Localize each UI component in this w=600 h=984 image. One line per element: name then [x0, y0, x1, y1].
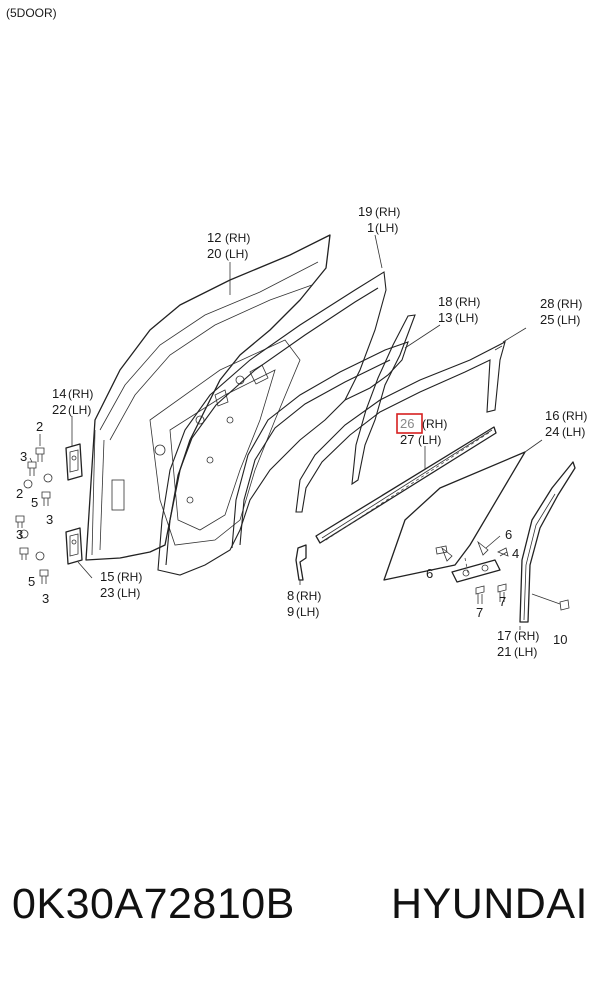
highlight-box-26 [396, 413, 423, 434]
callout-18: 18 [438, 294, 452, 309]
callout-27: 27 [400, 432, 414, 447]
callout-1-side: (LH) [375, 221, 398, 235]
callout-24: 24 [545, 424, 559, 439]
callout-16: 16 [545, 408, 559, 423]
callout-15-side: (RH) [117, 570, 142, 584]
belt-moulding[interactable] [315, 426, 497, 544]
callout-24-side: (LH) [562, 425, 585, 439]
callout-21-side: (LH) [514, 645, 537, 659]
callout-19-side: (RH) [375, 205, 400, 219]
callout-20-side: (LH) [225, 247, 248, 261]
callout-16-side: (RH) [562, 409, 587, 423]
callout-20: 20 [207, 246, 221, 261]
callout-25: 25 [540, 312, 554, 327]
callout-21: 21 [497, 644, 511, 659]
callout-28-side: (RH) [557, 297, 582, 311]
callout-12: 12 [207, 230, 221, 245]
callout-5-low: 5 [28, 574, 35, 589]
callout-3-bottom: 3 [42, 591, 49, 606]
callout-3-top: 3 [20, 449, 27, 464]
callout-18-side: (RH) [455, 295, 480, 309]
callout-10: 10 [553, 632, 567, 647]
callout-4: 4 [512, 546, 519, 561]
callout-labels: 12 (RH) 20 (LH) 19 (RH) 1 (LH) 18 (RH) 1… [16, 204, 587, 659]
glass-run-channel[interactable] [231, 314, 416, 549]
callout-26: 26 [400, 416, 414, 431]
callout-5-top: 5 [31, 495, 38, 510]
glass-channel[interactable] [519, 461, 576, 623]
brand-name: HYUNDAI [390, 880, 588, 928]
callout-2-mid: 2 [16, 486, 23, 501]
door-exploded-diagram: 12 (RH) 20 (LH) 19 (RH) 1 (LH) 18 (RH) 1… [15, 204, 587, 659]
window-glass[interactable] [383, 451, 526, 581]
rear-run-channel[interactable] [295, 340, 506, 513]
callout-25-side: (LH) [557, 313, 580, 327]
callout-22-side: (LH) [68, 403, 91, 417]
callout-27-side: (LH) [418, 433, 441, 447]
callout-28: 28 [540, 296, 554, 311]
callout-1: 1 [367, 220, 374, 235]
lower-hinge[interactable] [65, 527, 83, 565]
footer: 0K30A72810B HYUNDAI [0, 880, 600, 929]
callout-13: 13 [438, 310, 452, 325]
callout-13-side: (LH) [455, 311, 478, 325]
fasteners [15, 447, 570, 611]
callout-14-side: (RH) [68, 387, 93, 401]
callout-22: 22 [52, 402, 66, 417]
callout-17-side: (RH) [514, 629, 539, 643]
callout-23-side: (LH) [117, 586, 140, 600]
callout-3-mid: 3 [46, 512, 53, 527]
callout-8-side: (RH) [296, 589, 321, 603]
callout-12-side: (RH) [225, 231, 250, 245]
callout-19: 19 [358, 204, 372, 219]
callout-6-right: 6 [505, 527, 512, 542]
callout-14: 14 [52, 386, 66, 401]
leader-lines [29, 234, 561, 630]
callout-2-top: 2 [36, 419, 43, 434]
callout-17: 17 [497, 628, 511, 643]
upper-hinge[interactable] [65, 443, 83, 481]
callout-7-right: 7 [499, 594, 506, 609]
door-weatherstrip[interactable] [157, 271, 387, 576]
callout-7-left: 7 [476, 605, 483, 620]
callout-9-side: (LH) [296, 605, 319, 619]
callout-3-low: 3 [16, 527, 23, 542]
callout-15: 15 [100, 569, 114, 584]
callout-23: 23 [100, 585, 114, 600]
delta-clip[interactable] [295, 544, 307, 581]
regulator-bracket[interactable] [441, 540, 509, 583]
door-shell[interactable] [85, 234, 331, 561]
callout-6-left: 6 [426, 566, 433, 581]
callout-26-side: (RH) [422, 417, 447, 431]
callout-8: 8 [287, 588, 294, 603]
diagram-variant-label: (5DOOR) [6, 6, 57, 20]
callout-9: 9 [287, 604, 294, 619]
part-number: 0K30A72810B [12, 880, 295, 928]
